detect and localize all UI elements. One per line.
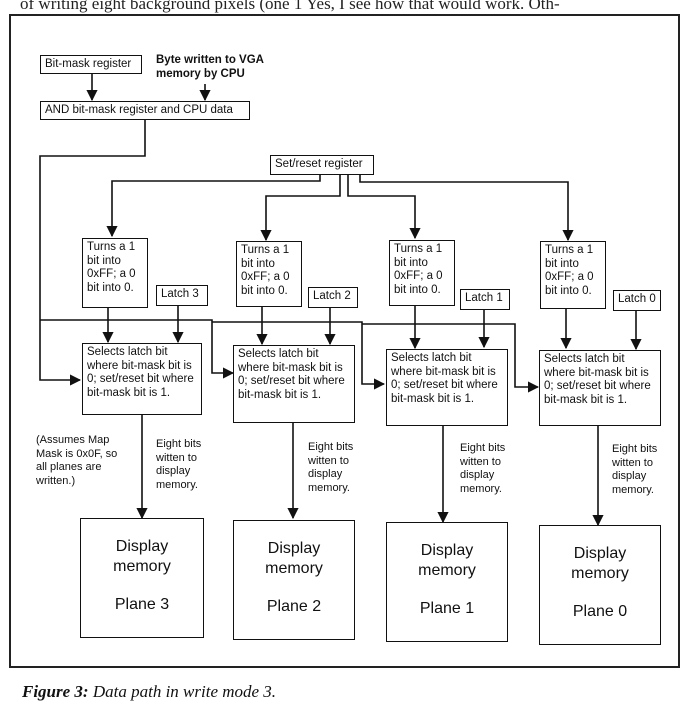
latch-box-1: Latch 1 <box>460 289 510 310</box>
figure-caption: Figure 3: Data path in write mode 3. <box>22 682 276 702</box>
plane-0-label: Plane 0 <box>572 603 628 620</box>
turns-box-0: Turns a 1 bit into 0xFF; a 0 bit into 0. <box>540 241 606 309</box>
display-memory-0-line2: memory <box>571 565 629 582</box>
turns-box-3-label: Turns a 1 bit into 0xFF; a 0 bit into 0. <box>87 241 136 294</box>
display-memory-1-line2: memory <box>418 562 476 579</box>
turns-box-1: Turns a 1 bit into 0xFF; a 0 bit into 0. <box>389 240 455 306</box>
and-box: AND bit-mask register and CPU data <box>40 101 250 120</box>
byte-written-label: Byte written to VGA memory by CPU <box>156 54 264 80</box>
selects-box-3: Selects latch bit where bit-mask bit is … <box>82 343 202 415</box>
top-body-text: of writing eight background pixels (one … <box>20 0 560 13</box>
display-memory-2-line2: memory <box>265 560 323 577</box>
display-memory-3-line2: memory <box>113 558 171 575</box>
selects-box-1: Selects latch bit where bit-mask bit is … <box>386 349 508 426</box>
selects-box-2-label: Selects latch bit where bit-mask bit is … <box>238 348 345 401</box>
eight-bits-label-3: Eight bits witten to display memory. <box>156 438 202 491</box>
latch-1-label: Latch 1 <box>465 292 503 304</box>
figure-frame <box>9 14 680 668</box>
turns-box-1-label: Turns a 1 bit into 0xFF; a 0 bit into 0. <box>394 243 443 296</box>
turns-box-3: Turns a 1 bit into 0xFF; a 0 bit into 0. <box>82 238 148 308</box>
setreset-register-label: Set/reset register <box>275 158 363 170</box>
latch-box-0: Latch 0 <box>613 290 661 311</box>
display-memory-0-line1: Display <box>573 545 627 562</box>
eight-bits-label-2: Eight bits witten to display memory. <box>308 441 354 494</box>
selects-box-2: Selects latch bit where bit-mask bit is … <box>233 345 355 423</box>
display-memory-plane-2: Display memory Plane 2 <box>233 520 355 640</box>
bitmask-register-box: Bit-mask register <box>40 55 142 74</box>
eight-bits-label-0: Eight bits witten to display memory. <box>612 443 658 496</box>
display-memory-2-line1: Display <box>267 540 321 557</box>
display-memory-plane-1: Display memory Plane 1 <box>386 522 508 642</box>
selects-box-1-label: Selects latch bit where bit-mask bit is … <box>391 352 498 405</box>
selects-box-0: Selects latch bit where bit-mask bit is … <box>539 350 661 426</box>
latch-3-label: Latch 3 <box>161 288 199 300</box>
and-box-label: AND bit-mask register and CPU data <box>45 104 233 116</box>
caption-text: Data path in write mode 3. <box>92 682 277 701</box>
turns-box-0-label: Turns a 1 bit into 0xFF; a 0 bit into 0. <box>545 244 594 297</box>
latch-box-3: Latch 3 <box>156 285 208 306</box>
turns-box-2: Turns a 1 bit into 0xFF; a 0 bit into 0. <box>236 241 302 307</box>
display-memory-3-line1: Display <box>115 538 169 555</box>
assumes-note: (Assumes Map Mask is 0x0F, so all planes… <box>36 434 118 487</box>
latch-2-label: Latch 2 <box>313 290 351 302</box>
plane-2-label: Plane 2 <box>266 598 322 615</box>
turns-box-2-label: Turns a 1 bit into 0xFF; a 0 bit into 0. <box>241 244 290 297</box>
plane-3-label: Plane 3 <box>114 596 170 613</box>
bitmask-register-label: Bit-mask register <box>45 58 132 70</box>
display-memory-plane-0: Display memory Plane 0 <box>539 525 661 645</box>
selects-box-0-label: Selects latch bit where bit-mask bit is … <box>544 353 651 406</box>
plane-1-label: Plane 1 <box>419 600 475 617</box>
caption-label: Figure 3: <box>22 682 89 701</box>
display-memory-1-line1: Display <box>420 542 474 559</box>
latch-box-2: Latch 2 <box>308 287 358 308</box>
setreset-register-box: Set/reset register <box>270 155 374 175</box>
latch-0-label: Latch 0 <box>618 293 656 305</box>
eight-bits-label-1: Eight bits witten to display memory. <box>460 442 506 495</box>
selects-box-3-label: Selects latch bit where bit-mask bit is … <box>87 346 194 399</box>
display-memory-plane-3: Display memory Plane 3 <box>80 518 204 638</box>
